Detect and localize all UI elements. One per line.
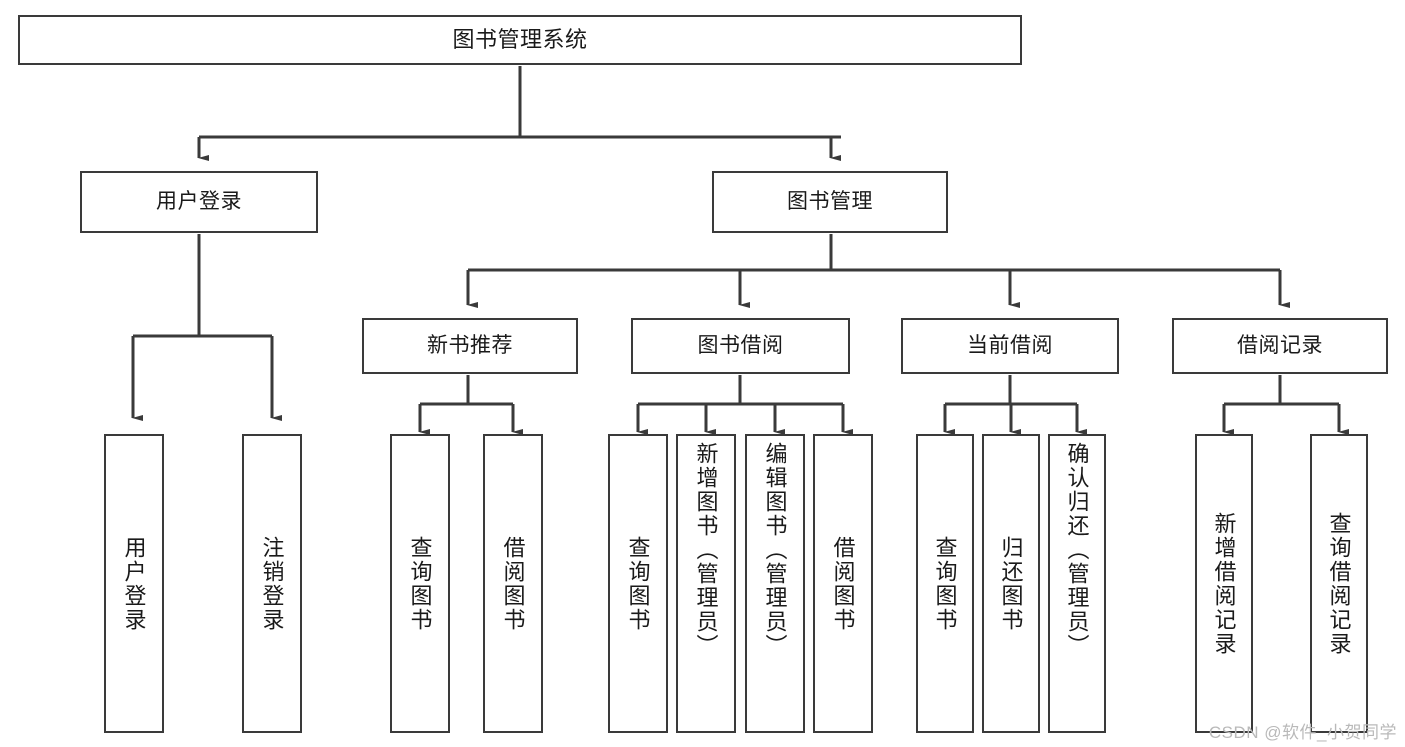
node-leaf-edit-book[interactable]: 编辑图书（管理员）	[745, 434, 805, 733]
node-leaf-borrow-book-2[interactable]: 借阅图书	[813, 434, 873, 733]
node-leaf-query-borrow-record-label: 查询借阅记录	[1326, 511, 1352, 656]
node-borrow-record-label: 借阅记录	[1237, 333, 1323, 357]
node-leaf-user-login[interactable]: 用户登录	[104, 434, 164, 733]
node-leaf-add-borrow-record[interactable]: 新增借阅记录	[1195, 434, 1253, 733]
node-leaf-user-logout[interactable]: 注销登录	[242, 434, 302, 733]
node-leaf-query-book-3[interactable]: 查询图书	[916, 434, 974, 733]
node-borrow-record[interactable]: 借阅记录	[1172, 318, 1388, 374]
node-leaf-user-logout-label: 注销登录	[259, 535, 285, 632]
node-new-book-recommend-label: 新书推荐	[427, 333, 513, 357]
node-leaf-query-book-1-label: 查询图书	[407, 535, 433, 632]
node-leaf-query-borrow-record[interactable]: 查询借阅记录	[1310, 434, 1368, 733]
node-user-login[interactable]: 用户登录	[80, 171, 318, 233]
node-current-borrow-label: 当前借阅	[967, 333, 1053, 357]
node-book-manage[interactable]: 图书管理	[712, 171, 948, 233]
node-new-book-recommend[interactable]: 新书推荐	[362, 318, 578, 374]
node-leaf-add-book-label: 新增图书（管理员）	[693, 442, 719, 658]
node-leaf-confirm-return[interactable]: 确认归还（管理员）	[1048, 434, 1106, 733]
node-leaf-add-book[interactable]: 新增图书（管理员）	[676, 434, 736, 733]
node-book-borrow-label: 图书借阅	[697, 333, 784, 357]
node-book-borrow[interactable]: 图书借阅	[631, 318, 850, 374]
node-leaf-borrow-book-1-label: 借阅图书	[500, 535, 526, 632]
node-leaf-return-book[interactable]: 归还图书	[982, 434, 1040, 733]
node-leaf-query-book-3-label: 查询图书	[932, 535, 958, 632]
node-root[interactable]: 图书管理系统	[18, 15, 1022, 65]
node-leaf-query-book-2[interactable]: 查询图书	[608, 434, 668, 733]
node-leaf-query-book-2-label: 查询图书	[625, 535, 651, 632]
node-leaf-query-book-1[interactable]: 查询图书	[390, 434, 450, 733]
node-leaf-return-book-label: 归还图书	[998, 535, 1024, 632]
node-book-manage-label: 图书管理	[787, 189, 873, 213]
node-leaf-add-borrow-record-label: 新增借阅记录	[1211, 511, 1237, 656]
node-leaf-borrow-book-2-label: 借阅图书	[830, 535, 856, 632]
node-leaf-confirm-return-label: 确认归还（管理员）	[1064, 442, 1090, 658]
node-leaf-user-login-label: 用户登录	[121, 535, 147, 632]
node-current-borrow[interactable]: 当前借阅	[901, 318, 1119, 374]
node-root-label: 图书管理系统	[452, 27, 588, 53]
node-leaf-borrow-book-1[interactable]: 借阅图书	[483, 434, 543, 733]
node-user-login-label: 用户登录	[156, 189, 242, 213]
node-leaf-edit-book-label: 编辑图书（管理员）	[762, 442, 788, 658]
